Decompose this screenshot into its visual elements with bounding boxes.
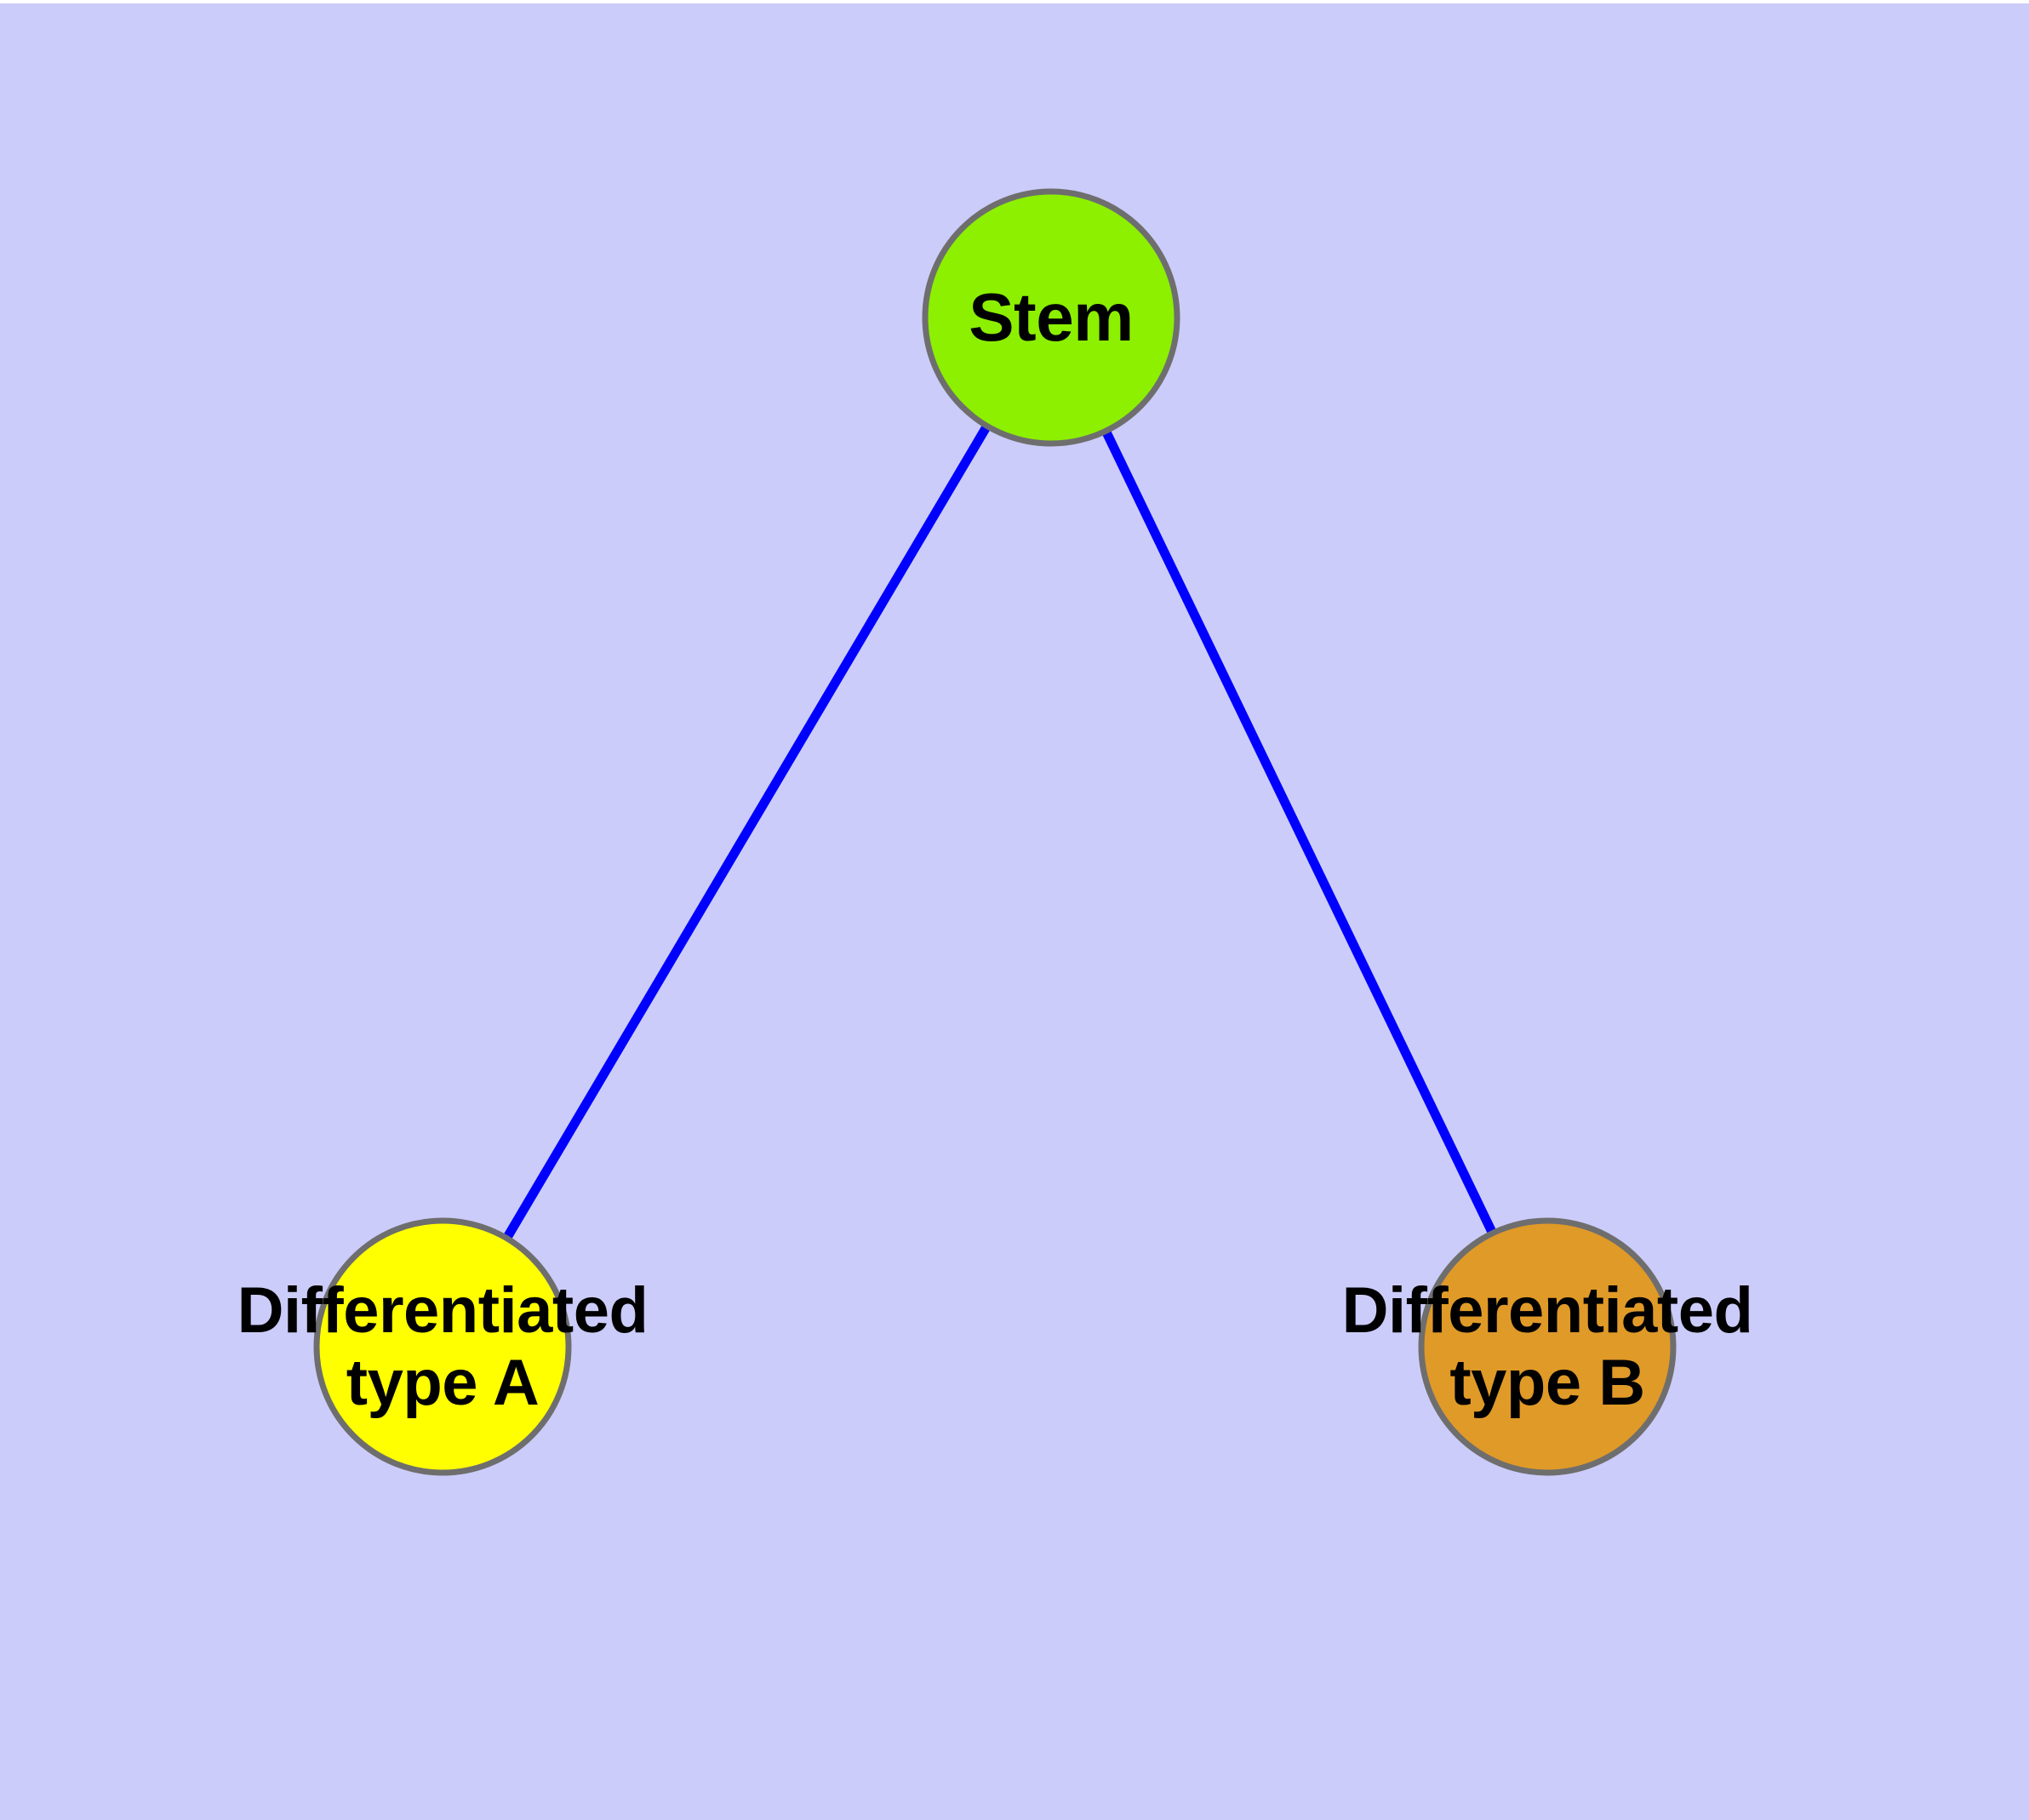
- edge-stem-to-diff-b[interactable]: [1099, 424, 1500, 1240]
- node-layer: [313, 188, 1677, 1476]
- node-differentiated-type-b[interactable]: [1418, 1217, 1677, 1476]
- node-stem[interactable]: [922, 188, 1180, 447]
- node-differentiated-type-a[interactable]: [313, 1217, 572, 1476]
- edge-stem-to-diff-a[interactable]: [500, 419, 994, 1245]
- edge-layer: [500, 419, 1500, 1245]
